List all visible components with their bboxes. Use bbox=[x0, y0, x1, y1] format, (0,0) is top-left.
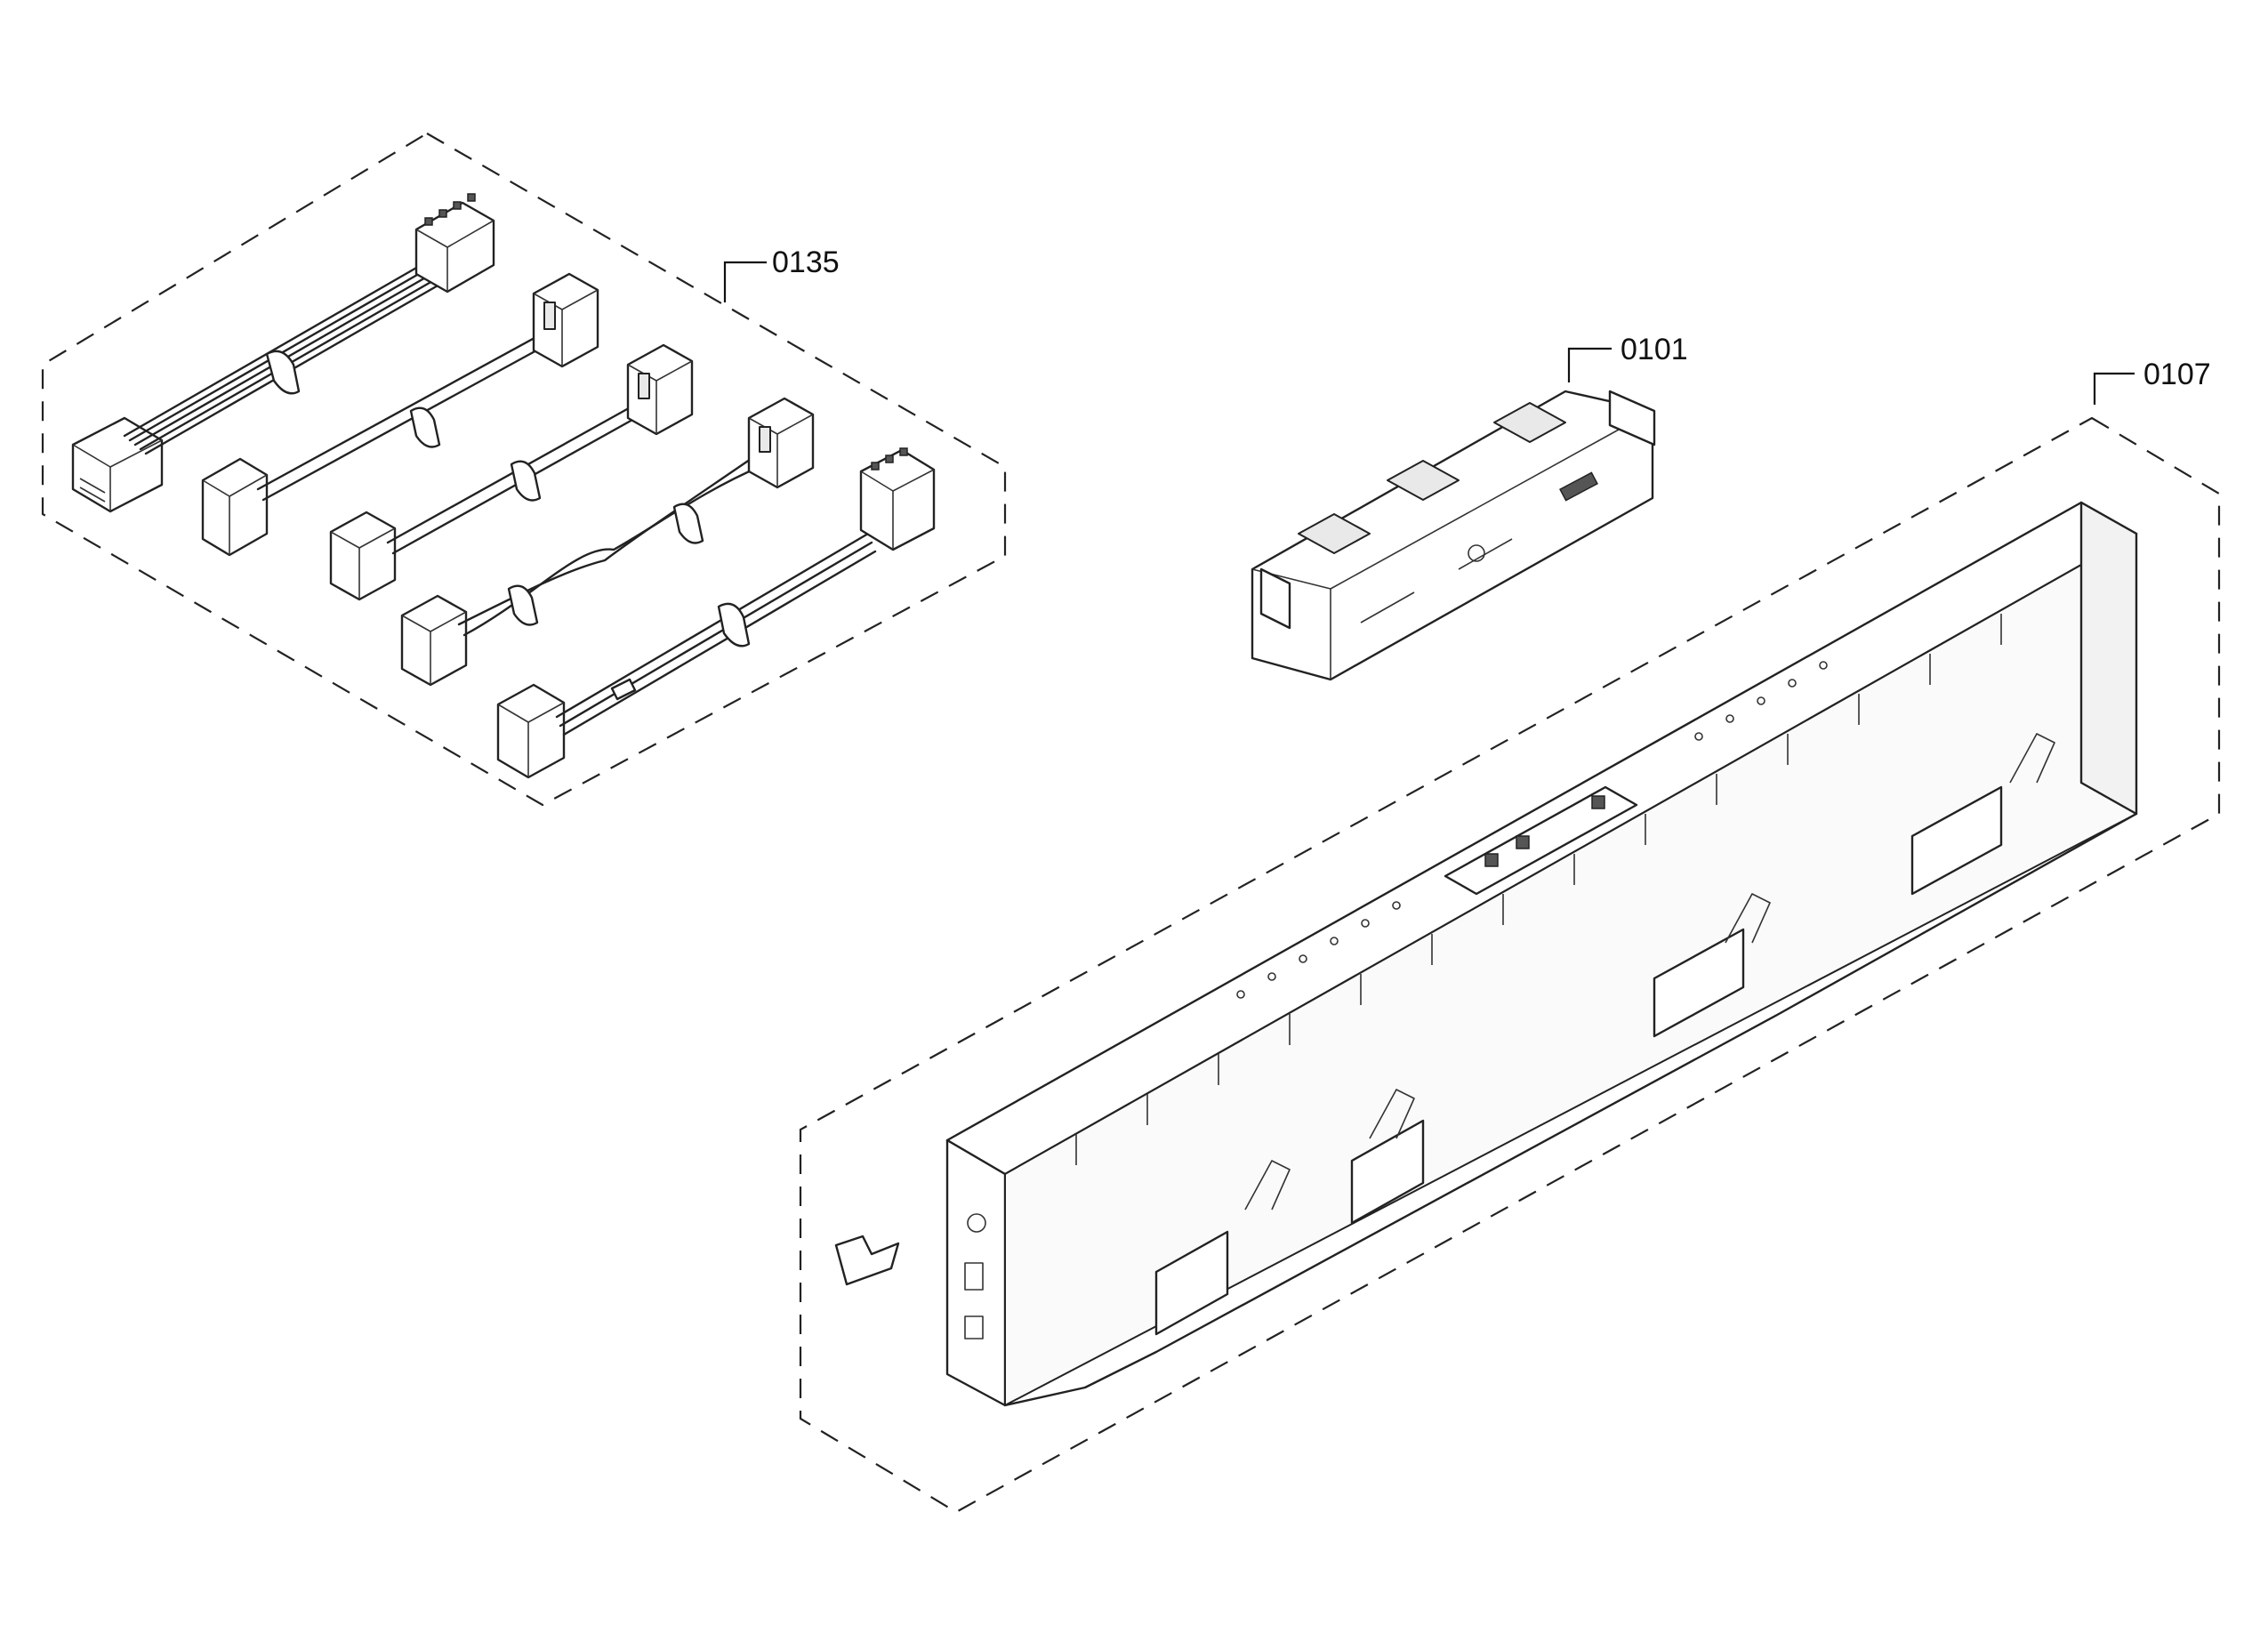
control-panel-frame[interactable] bbox=[945, 501, 2138, 1407]
harness-group-outline bbox=[41, 132, 1007, 807]
harness-twisted-wire[interactable] bbox=[400, 397, 815, 687]
mounting-clip[interactable] bbox=[834, 1235, 900, 1286]
callout-0101: 0101 bbox=[1621, 333, 1688, 366]
callout-0107: 0107 bbox=[2143, 358, 2211, 391]
panel-group-outline bbox=[799, 416, 2221, 1514]
harness-three-wire[interactable] bbox=[496, 447, 936, 779]
wire-harness-group: 0135 bbox=[41, 132, 1007, 807]
control-panel-frame-group: 0107 bbox=[799, 358, 2221, 1514]
harness-two-wire-b[interactable] bbox=[329, 343, 694, 601]
control-module[interactable]: 0101 bbox=[1251, 333, 1688, 681]
harness-two-wire-a[interactable] bbox=[201, 272, 599, 557]
callout-0135: 0135 bbox=[772, 245, 840, 279]
harness-ribbon[interactable] bbox=[71, 193, 495, 513]
